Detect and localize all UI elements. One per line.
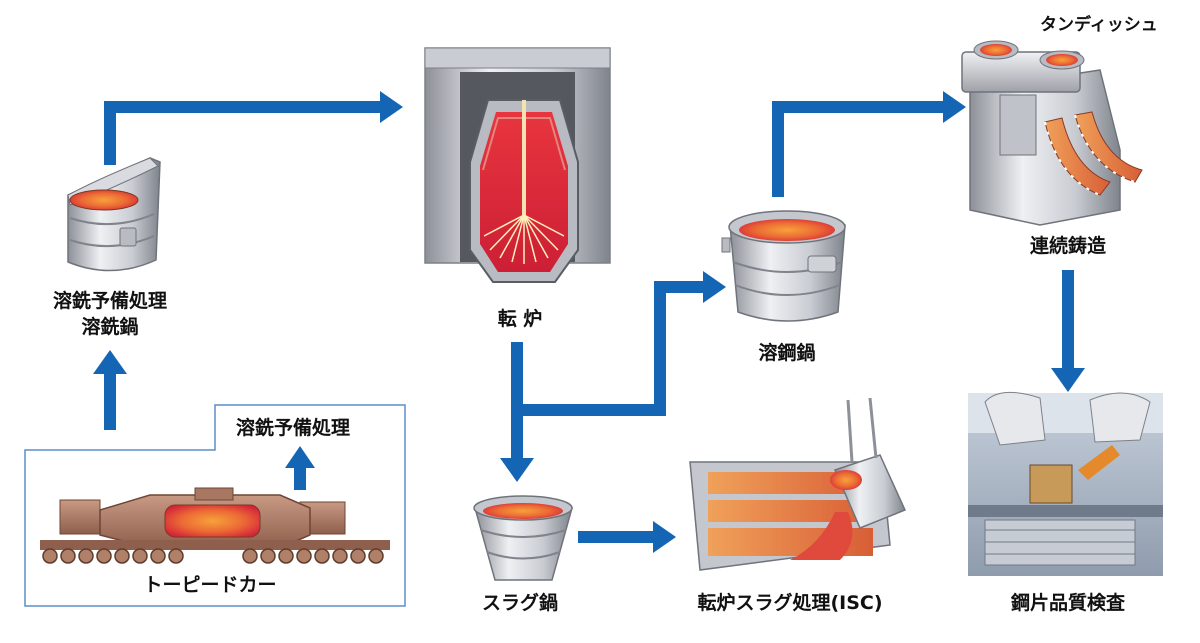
label-torpedo-car: トーピードカー (143, 574, 277, 596)
arrow-head-up-ladle (93, 350, 127, 374)
continuous-casting-illustration (961, 40, 1143, 226)
steel-ladle-illustration (721, 210, 846, 322)
label-steel-ladle: 溶鋼鍋 (758, 342, 816, 364)
inspection-illustration (968, 391, 1163, 576)
arrow-steel-ladle-to-tundish (772, 101, 945, 197)
oxygen-lance-spray (483, 214, 565, 264)
arrow-ladle-to-converter (104, 101, 380, 165)
arrow-converter-to-steel-ladle (517, 281, 705, 416)
converter-illustration (424, 47, 611, 283)
label-inspection: 鋼片品質検査 (1010, 592, 1126, 614)
label-converter: 転 炉 (497, 308, 543, 330)
torpedo-car-wheels (42, 548, 384, 564)
hot-metal-ladle-illustration (67, 157, 161, 272)
label-tundish: タンディッシュ (1040, 15, 1158, 35)
arrow-head-down-inspection (1051, 368, 1085, 392)
arrow-head-right-steel-ladle (703, 271, 726, 303)
label-pretreat-ladle-line1: 溶銑予備処理 (52, 290, 168, 312)
label-continuous-casting: 連続鋳造 (1029, 235, 1107, 257)
label-torpedo-pretreat: 溶銑予備処理 (236, 417, 351, 439)
arrow-head-right-isc (653, 521, 676, 553)
arrow-head-right-tundish (943, 91, 966, 123)
label-pretreat-ladle-line2: 溶銑鍋 (81, 316, 139, 338)
arrow-head-down-slagpot (500, 458, 534, 482)
label-slag-pot: スラグ鍋 (481, 592, 559, 614)
slag-pot-illustration (473, 495, 573, 581)
arrow-heads (93, 91, 1085, 553)
isc-illustration (689, 397, 907, 571)
flow-arrows (104, 101, 1074, 543)
label-isc: 転炉スラグ処理(ISC) (697, 592, 883, 614)
torpedo-car-frame (24, 404, 406, 607)
arrow-head-up-pretreat (285, 446, 315, 468)
arrow-head-right-converter (380, 91, 403, 123)
torpedo-car-illustration (40, 487, 390, 550)
